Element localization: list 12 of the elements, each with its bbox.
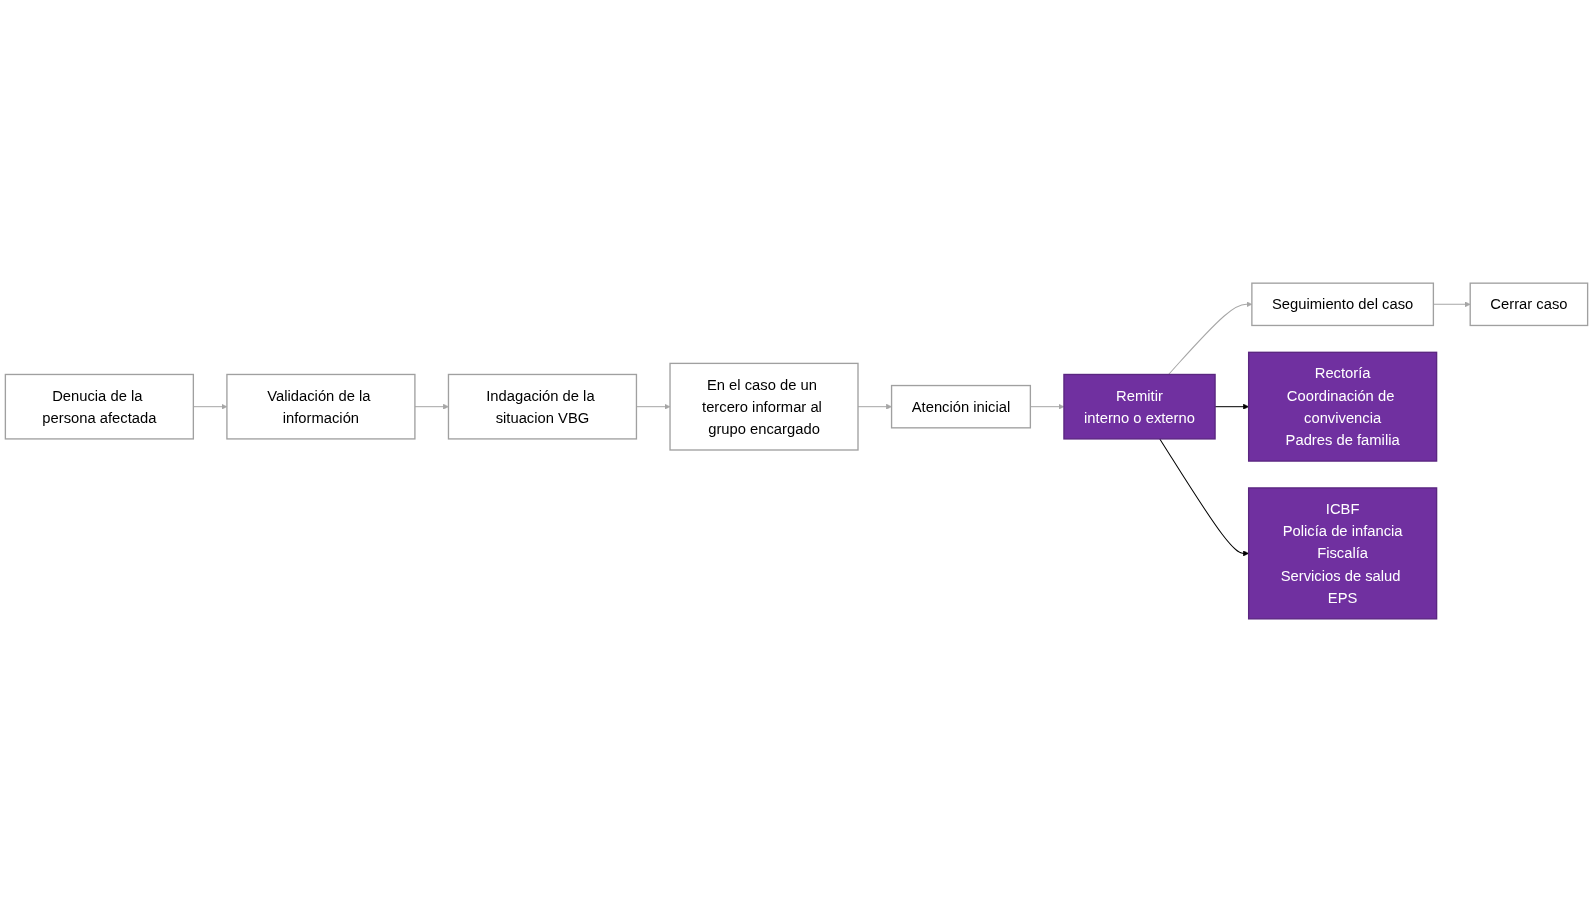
node-box: Indagación de la situacion VBG bbox=[447, 373, 638, 440]
arrow bbox=[414, 403, 449, 410]
node-box: En el caso de un tercero informar al grupo encargado bbox=[669, 362, 859, 451]
node-box: Seguimiento del caso bbox=[1251, 282, 1435, 327]
arrow bbox=[1159, 438, 1249, 557]
node-box: Denucia de la persona afectada bbox=[4, 373, 194, 440]
node-box: Atención inicial bbox=[890, 384, 1032, 429]
node-box: Cerrar caso bbox=[1469, 282, 1589, 327]
node-box: Rectoría Coordinación de convivencia Padres de familia bbox=[1247, 351, 1438, 462]
node-box: ICBF Policía de infancia Fiscalía Servicios de salud EPS bbox=[1247, 487, 1438, 620]
node-box: Validación de la información bbox=[226, 373, 416, 440]
node-box: Remitir interno o externo bbox=[1063, 373, 1216, 440]
